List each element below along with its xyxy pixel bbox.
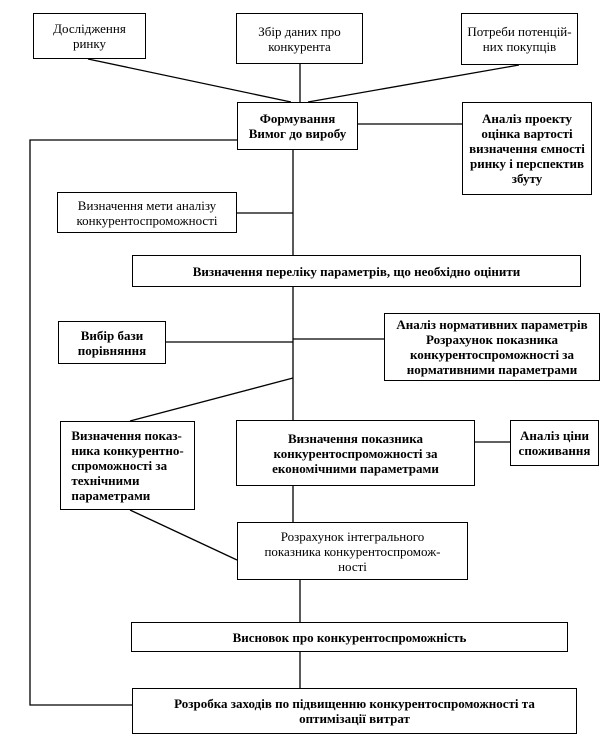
conclusion-label: Висновок про конкурентоспроможність — [232, 629, 467, 645]
price-analysis-box: Аналіз ціни споживання — [510, 420, 599, 466]
comparison-base-box: Вибір бази порівняння — [58, 321, 166, 364]
integral-index-box: Розрахунок інтегрального показника конку… — [237, 522, 468, 580]
customer-needs-label: Потреби потенцій- них покупців — [467, 24, 572, 54]
market-research-label: Дослідження ринку — [53, 21, 126, 51]
technical-index-label: Визначення показ- ника конкурентно- спро… — [71, 428, 184, 503]
technical-index-box: Визначення показ- ника конкурентно- спро… — [60, 421, 195, 510]
comparison-base-label: Вибір бази порівняння — [77, 327, 147, 358]
measures-box: Розробка заходів по підвищенню конкурент… — [132, 688, 577, 734]
parameters-list-box: Визначення переліку параметрів, що необх… — [132, 255, 581, 287]
requirements-label: Формування Вимог до виробу — [248, 111, 347, 141]
requirements-box: Формування Вимог до виробу — [237, 102, 358, 150]
market-research-box: Дослідження ринку — [33, 13, 146, 59]
economic-index-label: Визначення показника конкурентоспроможно… — [272, 430, 439, 476]
connector — [29, 139, 237, 706]
price-analysis-label: Аналіз ціни споживання — [518, 428, 591, 458]
integral-index-label: Розрахунок інтегрального показника конку… — [264, 528, 441, 574]
connector — [129, 509, 238, 561]
analysis-goal-box: Визначення мети аналізу конкурентоспромо… — [57, 192, 237, 233]
parameters-list-label: Визначення переліку параметрів, що необх… — [192, 263, 521, 279]
measures-label: Розробка заходів по підвищенню конкурент… — [174, 696, 535, 726]
project-analysis-label: Аналіз проекту оцінка вартості визначенн… — [469, 111, 585, 186]
conclusion-box: Висновок про конкурентоспроможність — [131, 622, 568, 652]
economic-index-box: Визначення показника конкурентоспроможно… — [236, 420, 475, 486]
competitor-data-box: Збір даних про конкурента — [236, 13, 363, 64]
competitor-data-label: Збір даних про конкурента — [258, 23, 341, 54]
analysis-goal-label: Визначення мети аналізу конкурентоспромо… — [76, 197, 218, 228]
connector — [87, 58, 292, 103]
connector — [307, 64, 520, 103]
connector — [129, 377, 294, 422]
project-analysis-box: Аналіз проекту оцінка вартості визначенн… — [462, 102, 592, 195]
customer-needs-box: Потреби потенцій- них покупців — [461, 13, 578, 65]
normative-analysis-label: Аналіз нормативних параметрів Розрахунок… — [396, 317, 588, 377]
normative-analysis-box: Аналіз нормативних параметрів Розрахунок… — [384, 313, 600, 381]
